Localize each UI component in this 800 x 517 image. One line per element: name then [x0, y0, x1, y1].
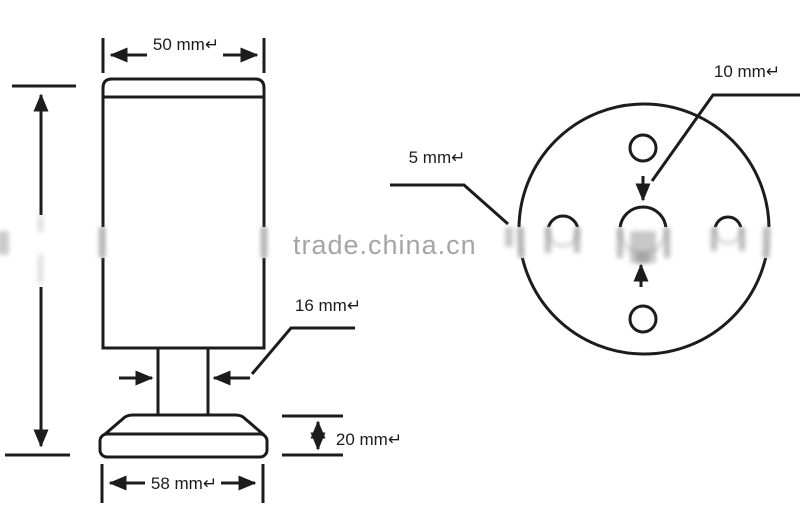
top-view: 10 mm↵ 5 mm↵	[390, 62, 800, 356]
blur-smudge	[38, 254, 43, 284]
blur-smudge	[664, 228, 670, 258]
blur-smudge	[505, 227, 513, 247]
blur-smudge	[636, 252, 649, 263]
dimension-20mm: 20 mm↵	[282, 414, 402, 457]
blur-smudge	[261, 227, 267, 258]
leader-line	[250, 326, 355, 375]
screw-hole-top	[628, 133, 658, 163]
label-center-hole: 10 mm↵	[714, 62, 780, 81]
label-top-width: 50 mm↵	[153, 35, 219, 54]
blur-smudge	[0, 231, 9, 255]
label-stem-width: 16 mm↵	[295, 296, 361, 315]
blur-smudge	[763, 227, 769, 258]
blur-smudge	[617, 228, 623, 258]
blur-smudge	[99, 227, 105, 258]
base-trapezoid	[103, 413, 265, 437]
dimension-overall-height	[5, 84, 76, 457]
dimension-58mm: 58 mm↵	[100, 464, 265, 503]
screw-hole-bottom	[628, 304, 658, 334]
label-base-width: 58 mm↵	[151, 474, 217, 493]
dimension-10mm: 10 mm↵	[633, 62, 800, 287]
leader-line	[390, 183, 509, 226]
cylinder-outline	[101, 77, 266, 350]
base-slab	[98, 432, 269, 459]
watermark-text: trade.china.cn	[293, 230, 477, 260]
dimension-16mm: 16 mm↵	[119, 296, 361, 386]
side-view: 50 mm↵ 16 mm↵ 20 mm↵	[5, 35, 402, 503]
blur-smudge	[739, 227, 745, 251]
blur-smudge	[574, 227, 580, 253]
blur-smudge	[38, 215, 43, 233]
dimension-50mm: 50 mm↵	[101, 35, 266, 73]
label-base-height: 20 mm↵	[336, 430, 402, 449]
blur-smudge	[711, 227, 717, 251]
blur-smudge	[518, 227, 524, 258]
leader-line	[650, 93, 800, 182]
label-small-hole: 5 mm↵	[409, 148, 466, 167]
dimension-5mm: 5 mm↵	[390, 148, 509, 226]
blur-smudge	[545, 227, 551, 253]
